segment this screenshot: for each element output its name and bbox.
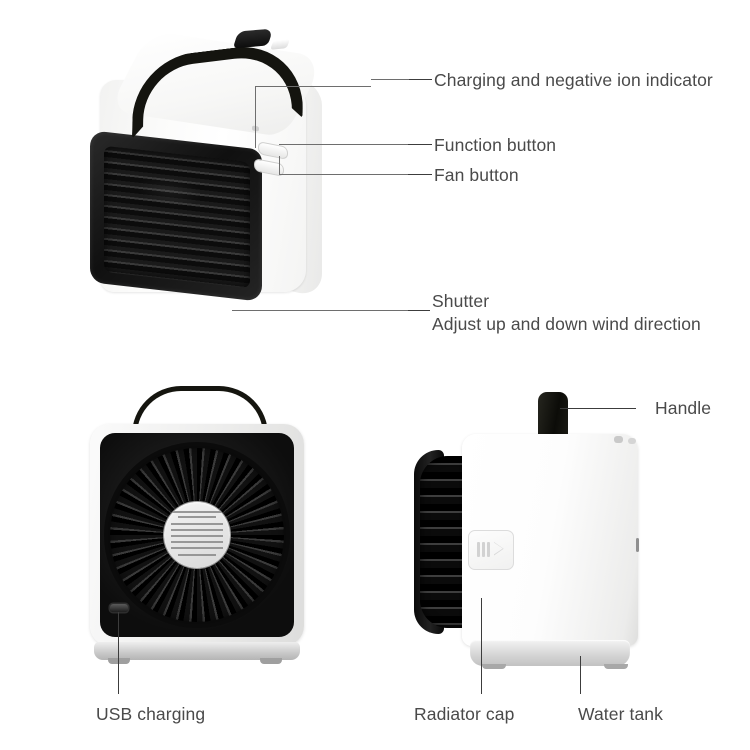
- product-front-view: [86, 22, 336, 322]
- callout-shutter-title: Shutter: [432, 291, 490, 311]
- leader-function-run: [279, 144, 408, 145]
- water-tank[interactable]: [470, 640, 630, 666]
- shutter-gloss: [136, 172, 204, 211]
- leader-indicator-diag: [255, 86, 371, 87]
- leader-shutter: [408, 310, 430, 311]
- usb-charging-port[interactable]: [110, 604, 128, 612]
- side-edge-detail: [636, 538, 639, 552]
- handle-strap[interactable]: [132, 36, 288, 110]
- leader-fan-vertical: [279, 156, 280, 174]
- callout-function-button: Function button: [434, 135, 557, 155]
- radiator-cap[interactable]: [468, 530, 514, 570]
- callout-charging-indicator: Charging and negative ion indicator: [434, 70, 713, 90]
- leader-shutter-run: [232, 310, 408, 311]
- leader-fan-run: [279, 174, 408, 175]
- shutter-bezel: [90, 130, 262, 302]
- top-button-left[interactable]: [614, 436, 623, 443]
- base-foot-left: [108, 658, 130, 664]
- leader-usb-charging: [118, 612, 119, 694]
- radiator-cap-bars-icon: [477, 542, 490, 557]
- leader-charging-indicator: [408, 79, 432, 80]
- base-foot-right: [260, 658, 282, 664]
- leader-water-tank: [580, 656, 581, 694]
- leader-fan-button: [408, 174, 432, 175]
- tank-foot-left: [482, 664, 506, 669]
- rear-panel: [100, 433, 294, 637]
- leader-indicator-vertical: [255, 86, 256, 148]
- handle-strap[interactable]: [538, 392, 568, 438]
- shutter-louvers[interactable]: [104, 145, 250, 289]
- leader-radiator-cap: [481, 598, 482, 694]
- top-button-right[interactable]: [628, 438, 636, 444]
- product-rear-view: [84, 386, 310, 672]
- callout-radiator-cap: Radiator cap: [414, 704, 515, 724]
- hub-spec-label: [164, 502, 230, 568]
- leader-function-button: [408, 144, 432, 145]
- callout-water-tank: Water tank: [578, 704, 663, 724]
- callout-shutter-description: Adjust up and down wind direction: [432, 314, 701, 334]
- radiator-cap-arrow-icon: [494, 542, 504, 556]
- callout-handle: Handle: [655, 398, 712, 418]
- rear-base: [94, 642, 300, 660]
- leader-indicator-join: [371, 79, 409, 80]
- callout-fan-button: Fan button: [434, 165, 519, 185]
- rear-housing-frame: [90, 424, 304, 646]
- tank-foot-right: [604, 664, 628, 669]
- callout-usb-charging: USB charging: [96, 704, 206, 724]
- leader-handle: [560, 408, 636, 409]
- product-side-view: [400, 390, 650, 676]
